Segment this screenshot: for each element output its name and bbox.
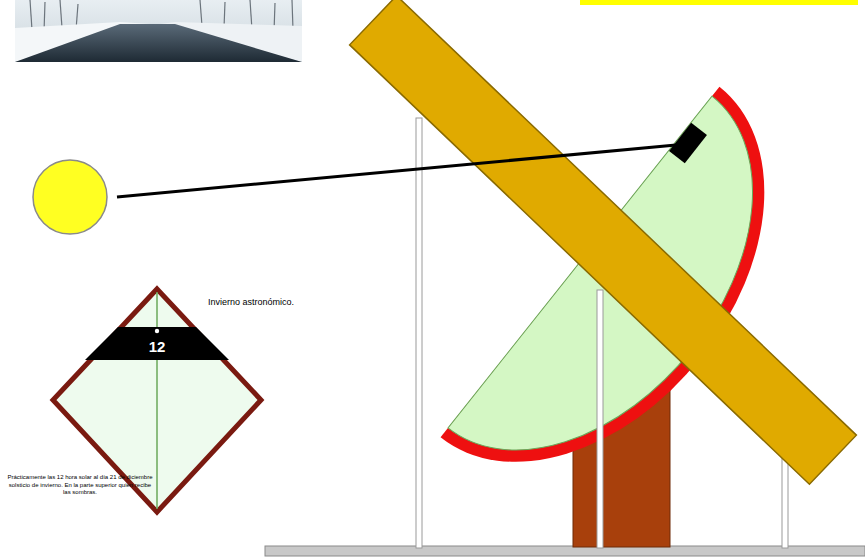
photo-sky [15, 0, 302, 62]
hour-band: 12 [85, 327, 229, 360]
season-label: Invierno astronómico. [208, 297, 328, 308]
ground [265, 546, 865, 556]
noon-line [156, 292, 158, 509]
sensor-block [669, 123, 707, 164]
note-text: Prácticamente las 12 hora solar al día 2… [6, 474, 154, 497]
support-post [782, 450, 788, 548]
hour-number: 12 [149, 339, 166, 354]
support-post [416, 118, 422, 548]
shadow-sensor [669, 123, 707, 164]
photo-water [15, 24, 302, 62]
title-bar [580, 0, 858, 5]
support-post [597, 290, 603, 548]
winter-photo [15, 0, 302, 62]
sun [33, 160, 107, 234]
beam-body [350, 0, 857, 484]
gnomon-beam [350, 0, 857, 484]
sun-ray [117, 145, 676, 197]
gnomon-dot [155, 329, 159, 333]
band-shape [85, 327, 229, 360]
